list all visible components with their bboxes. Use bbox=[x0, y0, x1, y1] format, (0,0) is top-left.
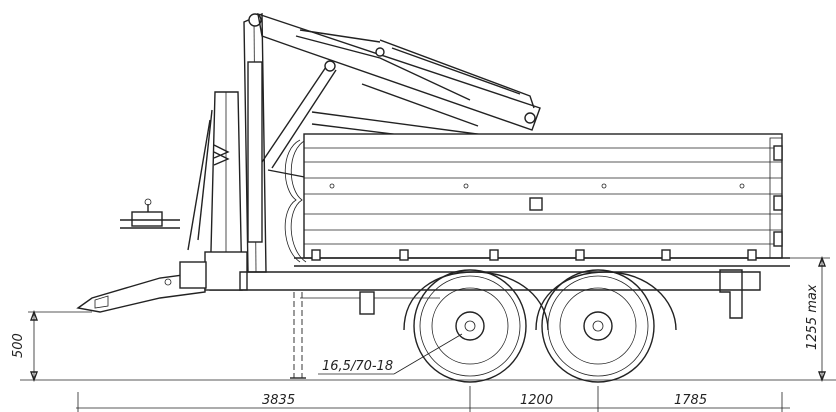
crane-column bbox=[179, 91, 248, 291]
length-dimension-line bbox=[76, 386, 790, 412]
hydraulic-hoses bbox=[284, 139, 307, 263]
axle-spacing-label: 1200 bbox=[520, 393, 553, 408]
front-wheel bbox=[413, 269, 527, 383]
cargo-body bbox=[294, 133, 790, 267]
tire-size-leader: 16,5/70-18 bbox=[318, 333, 463, 375]
crane-mast bbox=[243, 12, 267, 273]
hitch-height-dimension: 500 bbox=[11, 310, 92, 382]
body-fasteners bbox=[311, 249, 757, 261]
support-leg bbox=[290, 292, 306, 379]
control-valve bbox=[120, 198, 180, 229]
rear-wheel bbox=[541, 269, 655, 383]
front-length-label: 3835 bbox=[262, 393, 295, 408]
total-height-label: 1255 max bbox=[805, 284, 820, 350]
tire-size-label: 16,5/70-18 bbox=[322, 359, 393, 374]
fender bbox=[403, 271, 677, 331]
total-height-dimension: 1255 max bbox=[790, 256, 830, 382]
crane-boom bbox=[257, 12, 541, 131]
hitch-height-label: 500 bbox=[11, 333, 26, 358]
rear-overhang-label: 1785 bbox=[674, 393, 707, 408]
chassis-frame bbox=[239, 269, 761, 319]
